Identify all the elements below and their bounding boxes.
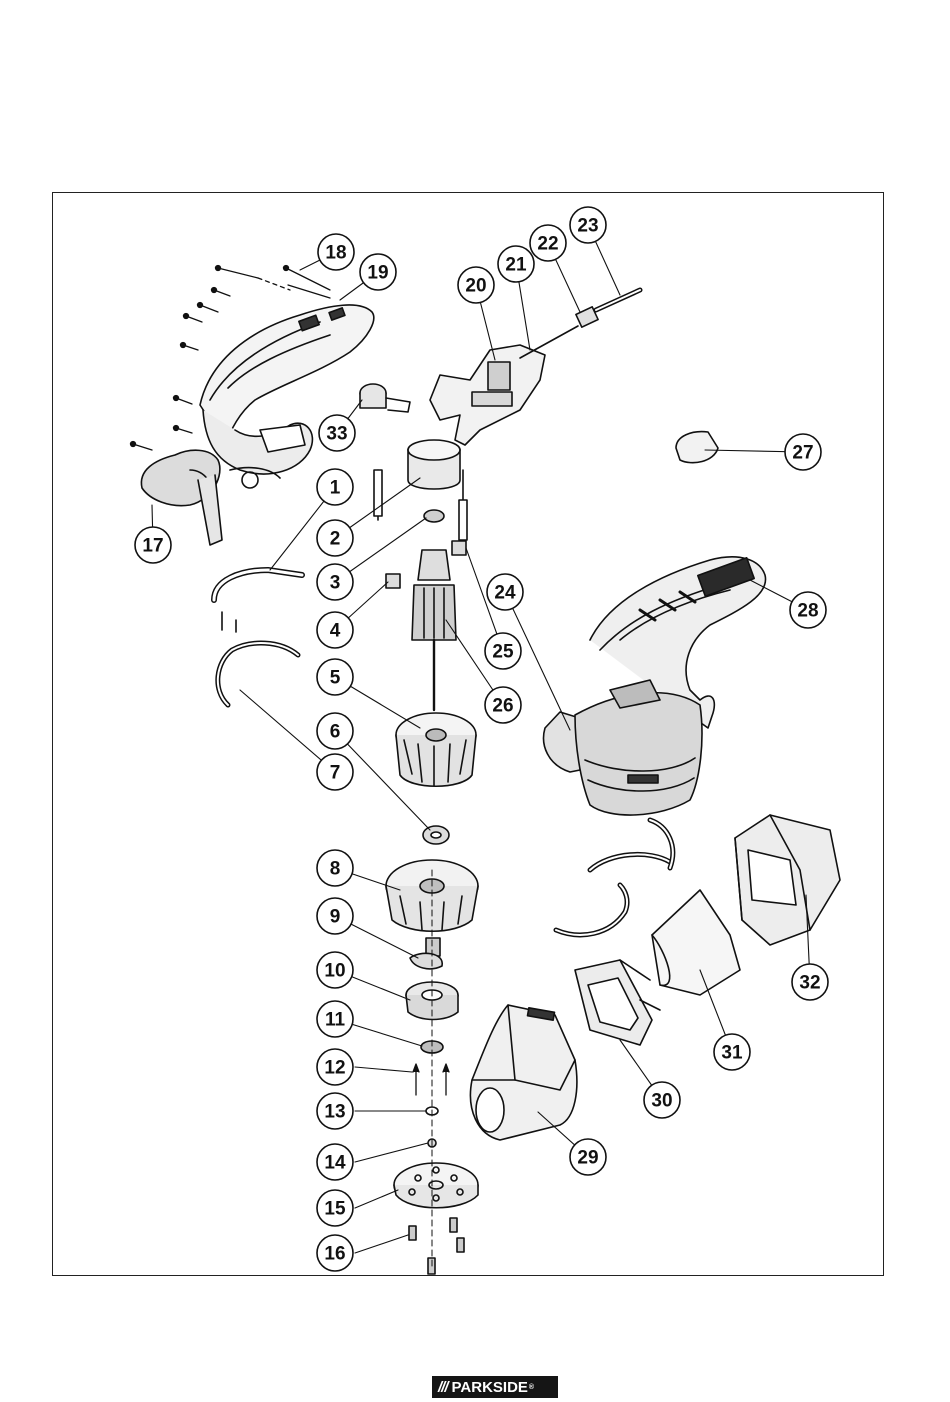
callout-33: 33 — [319, 415, 355, 451]
screws-16 — [409, 1218, 464, 1274]
callout-2: 2 — [317, 520, 353, 556]
callout-number: 1 — [330, 478, 341, 499]
retaining-ring-1 — [214, 570, 302, 632]
callout-number: 30 — [651, 1091, 672, 1112]
callout-number: 33 — [326, 424, 347, 445]
eccentric-9 — [410, 938, 442, 969]
callout-number: 21 — [505, 255, 527, 276]
callout-15: 15 — [317, 1190, 353, 1226]
callout-number: 4 — [330, 621, 341, 642]
motor-stack — [374, 440, 467, 710]
switch-assembly — [430, 326, 578, 445]
callout-number: 32 — [799, 973, 820, 994]
callout-13: 13 — [317, 1093, 353, 1129]
callout-19: 19 — [360, 254, 396, 290]
callout-20: 20 — [458, 267, 494, 303]
callout-number: 22 — [537, 234, 558, 255]
callout-12: 12 — [317, 1049, 353, 1085]
callout-number: 16 — [324, 1244, 345, 1265]
callout-29: 29 — [570, 1139, 606, 1175]
filter-frame-30 — [575, 960, 660, 1045]
callout-11: 11 — [317, 1001, 353, 1037]
callout-27: 27 — [785, 434, 821, 470]
callout-24: 24 — [487, 574, 523, 610]
brush-holder — [360, 384, 410, 412]
callout-number: 7 — [330, 763, 341, 784]
callout-1: 1 — [317, 469, 353, 505]
dust-box-29 — [470, 1005, 576, 1140]
callout-number: 15 — [324, 1199, 346, 1220]
callout-14: 14 — [317, 1144, 353, 1180]
parkside-logo: /// PARKSIDE ® — [432, 1376, 558, 1398]
callout-7: 7 — [317, 754, 353, 790]
brand-name: PARKSIDE — [452, 1379, 528, 1396]
callout-26: 26 — [485, 687, 521, 723]
callout-number: 9 — [330, 907, 341, 928]
callout-number: 18 — [325, 243, 346, 264]
callout-number: 31 — [721, 1043, 743, 1064]
callout-number: 28 — [797, 601, 818, 622]
callout-6: 6 — [317, 713, 353, 749]
callout-number: 10 — [324, 961, 345, 982]
callout-number: 14 — [324, 1153, 346, 1174]
brand-trademark: ® — [529, 1384, 534, 1391]
callout-21: 21 — [498, 246, 534, 282]
callout-9: 9 — [317, 898, 353, 934]
callout-8: 8 — [317, 850, 353, 886]
callout-32: 32 — [792, 964, 828, 1000]
retaining-ring-7 — [218, 643, 298, 705]
callout-number: 24 — [494, 583, 516, 604]
callout-28: 28 — [790, 592, 826, 628]
callout-number: 17 — [142, 536, 163, 557]
callout-number: 26 — [492, 696, 513, 717]
retaining-ring-set-right — [556, 820, 673, 935]
callout-number: 23 — [577, 216, 598, 237]
filter-31 — [652, 890, 740, 995]
callout-4: 4 — [317, 612, 353, 648]
callout-18: 18 — [318, 234, 354, 270]
callout-25: 25 — [485, 633, 521, 669]
callout-number: 12 — [324, 1058, 345, 1079]
callout-5: 5 — [317, 659, 353, 695]
callout-number: 20 — [465, 276, 486, 297]
callout-number: 27 — [792, 443, 813, 464]
brand-slashes: /// — [438, 1379, 448, 1396]
callout-number: 29 — [577, 1148, 598, 1169]
callout-16: 16 — [317, 1235, 353, 1271]
cooling-fan-5 — [396, 713, 476, 786]
callout-number: 11 — [325, 1010, 346, 1031]
assembled-sander — [544, 557, 766, 815]
callout-31: 31 — [714, 1034, 750, 1070]
power-cable — [576, 290, 640, 327]
sanding-pad-15 — [394, 1163, 478, 1208]
callout-3: 3 — [317, 564, 353, 600]
callout-23: 23 — [570, 207, 606, 243]
callout-number: 8 — [330, 859, 341, 880]
callout-number: 25 — [492, 642, 514, 663]
callout-number: 19 — [367, 263, 388, 284]
dust-bag-32 — [735, 815, 840, 945]
pins-12 — [413, 1064, 449, 1095]
end-cap-27 — [676, 432, 718, 463]
bearing-6 — [423, 826, 449, 844]
callout-30: 30 — [644, 1082, 680, 1118]
callout-22: 22 — [530, 225, 566, 261]
callout-17: 17 — [135, 527, 171, 563]
callout-number: 3 — [330, 573, 341, 594]
callout-10: 10 — [317, 952, 353, 988]
callout-number: 13 — [324, 1102, 345, 1123]
callout-number: 6 — [330, 722, 341, 743]
callout-number: 5 — [330, 668, 341, 689]
callout-number: 2 — [330, 529, 341, 550]
